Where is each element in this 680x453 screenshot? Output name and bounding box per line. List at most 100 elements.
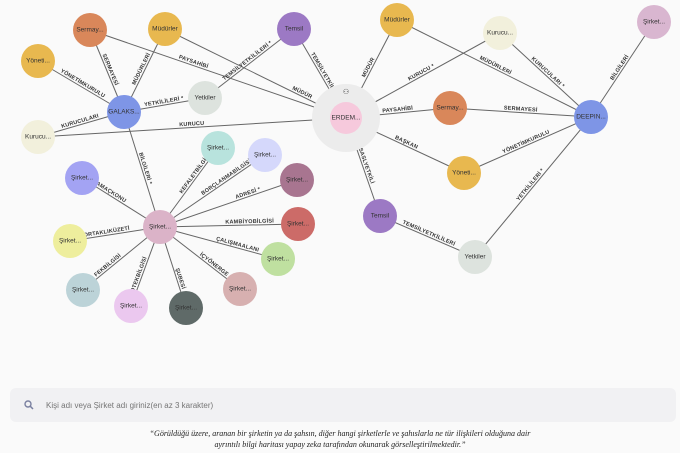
node-label: Sermay...: [76, 27, 104, 34]
node-circle[interactable]: [201, 131, 235, 165]
edge-label: BİLGİLERİ: [609, 53, 631, 81]
search-bar[interactable]: [10, 388, 676, 422]
node-circle[interactable]: [637, 5, 671, 39]
node-circle[interactable]: [433, 91, 467, 125]
node-label: GALAKS...: [108, 109, 140, 116]
node-circle[interactable]: [65, 161, 99, 195]
graph-node-s3[interactable]: Şirket...: [280, 163, 314, 197]
node-label: Şirket...: [229, 286, 251, 293]
graph-edge[interactable]: KURUCULARI *: [499, 32, 592, 118]
edge-label: SASLYETKİLİ: [357, 147, 376, 185]
node-circle[interactable]: [114, 289, 148, 323]
edge-label: YETKİLİLERİ *: [515, 167, 546, 203]
edge-line: [449, 107, 592, 118]
graph-node-yetkiler1[interactable]: Yetkiler: [188, 81, 222, 115]
graph-node-yonetim1[interactable]: Yöneti...: [21, 44, 55, 78]
edge-label: YETKİLİLERİ *: [144, 95, 185, 109]
graph-node-deepin[interactable]: DEEPIN...: [574, 100, 608, 134]
graph-node-erdem[interactable]: ERDEM...: [330, 102, 362, 134]
node-circle[interactable]: [143, 210, 177, 244]
edge-label: MÜDÜRLERİ: [131, 52, 153, 87]
caption-line-1: “Görüldüğü üzere, aranan bir şirketin ya…: [149, 429, 531, 438]
edge-label: KURUCU: [179, 121, 204, 129]
graph-node-s6[interactable]: Şirket...: [223, 272, 257, 306]
edge-line: [89, 29, 347, 119]
node-circle[interactable]: [261, 242, 295, 276]
expand-icon[interactable]: ⚇: [343, 88, 349, 96]
caption: “Görüldüğü üzere, aranan bir şirketin ya…: [0, 428, 680, 450]
node-circle[interactable]: [280, 163, 314, 197]
graph-edge[interactable]: BİLGİLERİ *: [123, 111, 161, 228]
node-circle[interactable]: [53, 224, 87, 258]
graph-node-yonetim2[interactable]: Yöneti...: [447, 156, 481, 190]
graph-node-s5[interactable]: Şirket...: [261, 242, 295, 276]
node-label: Sermay...: [436, 105, 464, 112]
node-circle[interactable]: [148, 12, 182, 46]
graph-node-sirket[interactable]: Şirket...: [143, 210, 177, 244]
node-label: Temsil: [371, 213, 390, 220]
node-circle[interactable]: [21, 120, 55, 154]
node-circle[interactable]: [447, 156, 481, 190]
node-circle[interactable]: [107, 95, 141, 129]
graph-node-galaks[interactable]: GALAKS...: [107, 95, 141, 129]
graph-node-s9[interactable]: Şirket...: [66, 273, 100, 307]
node-circle[interactable]: [188, 81, 222, 115]
graph-node-s4[interactable]: Şirket...: [281, 207, 315, 241]
graph-node-s8[interactable]: Şirket...: [114, 289, 148, 323]
node-circle[interactable]: [380, 3, 414, 37]
graph-edge[interactable]: BİLGİLERİ: [590, 21, 655, 118]
edge-line: [499, 32, 592, 118]
node-circle[interactable]: [223, 272, 257, 306]
graph-node-s7[interactable]: Şirket...: [169, 291, 203, 325]
node-label: Şirket...: [287, 221, 309, 228]
graph-node-s1[interactable]: Şirket...: [201, 131, 235, 165]
graph-node-kurucu1[interactable]: Kurucu...: [21, 120, 55, 154]
node-label: Şirket...: [72, 287, 94, 294]
graph-edge[interactable]: KAMBİYOBİLGİSİ: [159, 218, 299, 228]
node-circle[interactable]: [483, 16, 517, 50]
edge-line: [379, 215, 476, 258]
node-label: Şirket...: [267, 256, 289, 263]
node-circle[interactable]: [21, 44, 55, 78]
graph-node-sermaye2[interactable]: Sermay...: [433, 91, 467, 125]
graph-node-temsil2[interactable]: Temsil: [363, 199, 397, 233]
graph-node-temsil1[interactable]: Temsil: [277, 12, 311, 46]
node-circle[interactable]: [363, 199, 397, 233]
graph-node-s2[interactable]: Şirket...: [248, 138, 282, 172]
node-circle[interactable]: [66, 273, 100, 307]
graph-node-mudurler1[interactable]: Müdürler: [148, 12, 182, 46]
node-label: Temsil: [285, 26, 304, 33]
search-input[interactable]: [44, 399, 608, 411]
node-circle[interactable]: [281, 207, 315, 241]
graph-node-s10[interactable]: Şirket...: [53, 224, 87, 258]
edge-line: [37, 117, 347, 138]
graph-node-s11[interactable]: Şirket...: [65, 161, 99, 195]
graph-edge[interactable]: YÖNETİMKURULU: [463, 116, 592, 174]
node-circle[interactable]: [330, 102, 362, 134]
graph-edge[interactable]: SERMAYESİ: [449, 104, 592, 118]
caption-line-2: ayrıntılı bilgi haritası yapay zeka tara…: [214, 440, 466, 449]
edge-label: BAŞKAN: [394, 135, 419, 151]
node-circle[interactable]: [73, 13, 107, 47]
node-circle[interactable]: [458, 240, 492, 274]
edge-line: [123, 111, 161, 228]
graph-node-sermaye1[interactable]: Sermay...: [73, 13, 107, 47]
node-label: Şirket...: [286, 177, 308, 184]
graph-node-sirket_top[interactable]: Şirket...: [637, 5, 671, 39]
node-circle[interactable]: [277, 12, 311, 46]
graph-node-yetkiler2[interactable]: Yetkiler: [458, 240, 492, 274]
edge-label: TEMSİLYETKİLİ: [309, 51, 337, 92]
edge-label: İÇYÖNERGE: [198, 251, 230, 278]
node-circle[interactable]: [574, 100, 608, 134]
graph-edge[interactable]: ÇALIŞMAALANI: [159, 226, 279, 260]
graph-node-kurucu2[interactable]: Kurucu...: [483, 16, 517, 50]
node-label: Müdürler: [152, 26, 178, 33]
edge-label: SERMAYESİ: [101, 53, 120, 87]
graph-edge[interactable]: KURUCU: [37, 117, 347, 138]
graph-node-mudurler2[interactable]: Müdürler: [380, 3, 414, 37]
edge-line: [204, 28, 295, 99]
edge-line: [474, 116, 592, 258]
node-circle[interactable]: [169, 291, 203, 325]
node-circle[interactable]: [248, 138, 282, 172]
